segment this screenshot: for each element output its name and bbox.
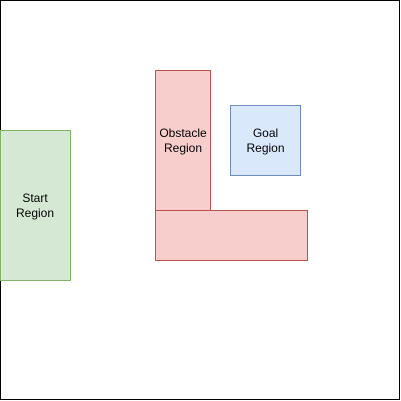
goal-region-label-line1: Goal: [253, 126, 278, 140]
start-region-label-line2: Region: [16, 206, 54, 220]
goal-region-border: [230, 105, 301, 176]
obstacle-horizontal-bar-border: [155, 210, 308, 261]
obstacle-horizontal-bar: [155, 210, 308, 261]
start-region-border: [0, 130, 71, 281]
goal-region: Goal Region: [230, 105, 301, 176]
obstacle-region-label-line2: Region: [164, 141, 202, 155]
start-region: Start Region: [0, 130, 71, 281]
obstacle-region-label-line1: Obstacle: [159, 126, 207, 140]
goal-region-label-line2: Region: [246, 141, 284, 155]
obstacle-vertical-bar: [155, 70, 211, 211]
goal-region-shape: [230, 105, 301, 176]
obstacle-region: Obstacle Region: [155, 70, 308, 261]
start-region-shape: [0, 130, 71, 281]
start-region-label-line1: Start: [22, 191, 48, 205]
